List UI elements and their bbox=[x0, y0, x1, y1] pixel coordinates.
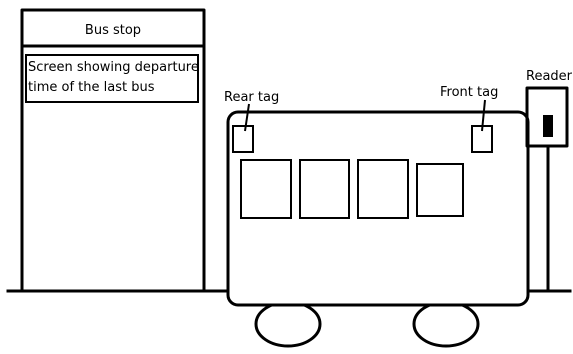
departure-screen-text-line1: Screen showing departure bbox=[28, 60, 199, 75]
departure-screen-text-line2: time of the last bus bbox=[28, 80, 155, 95]
reader-slot bbox=[544, 116, 552, 136]
reader: Reader bbox=[526, 69, 573, 291]
rear-wheel bbox=[256, 302, 320, 346]
front-tag-label: Front tag bbox=[440, 85, 498, 100]
rear-tag-label: Rear tag bbox=[224, 90, 279, 105]
bus-stop-label: Bus stop bbox=[85, 23, 141, 38]
bus-body bbox=[228, 112, 528, 305]
front-wheel bbox=[414, 302, 478, 346]
bus-stop: Bus stop Screen showing departure time o… bbox=[22, 10, 204, 291]
bus bbox=[228, 112, 528, 305]
reader-label: Reader bbox=[526, 69, 573, 84]
